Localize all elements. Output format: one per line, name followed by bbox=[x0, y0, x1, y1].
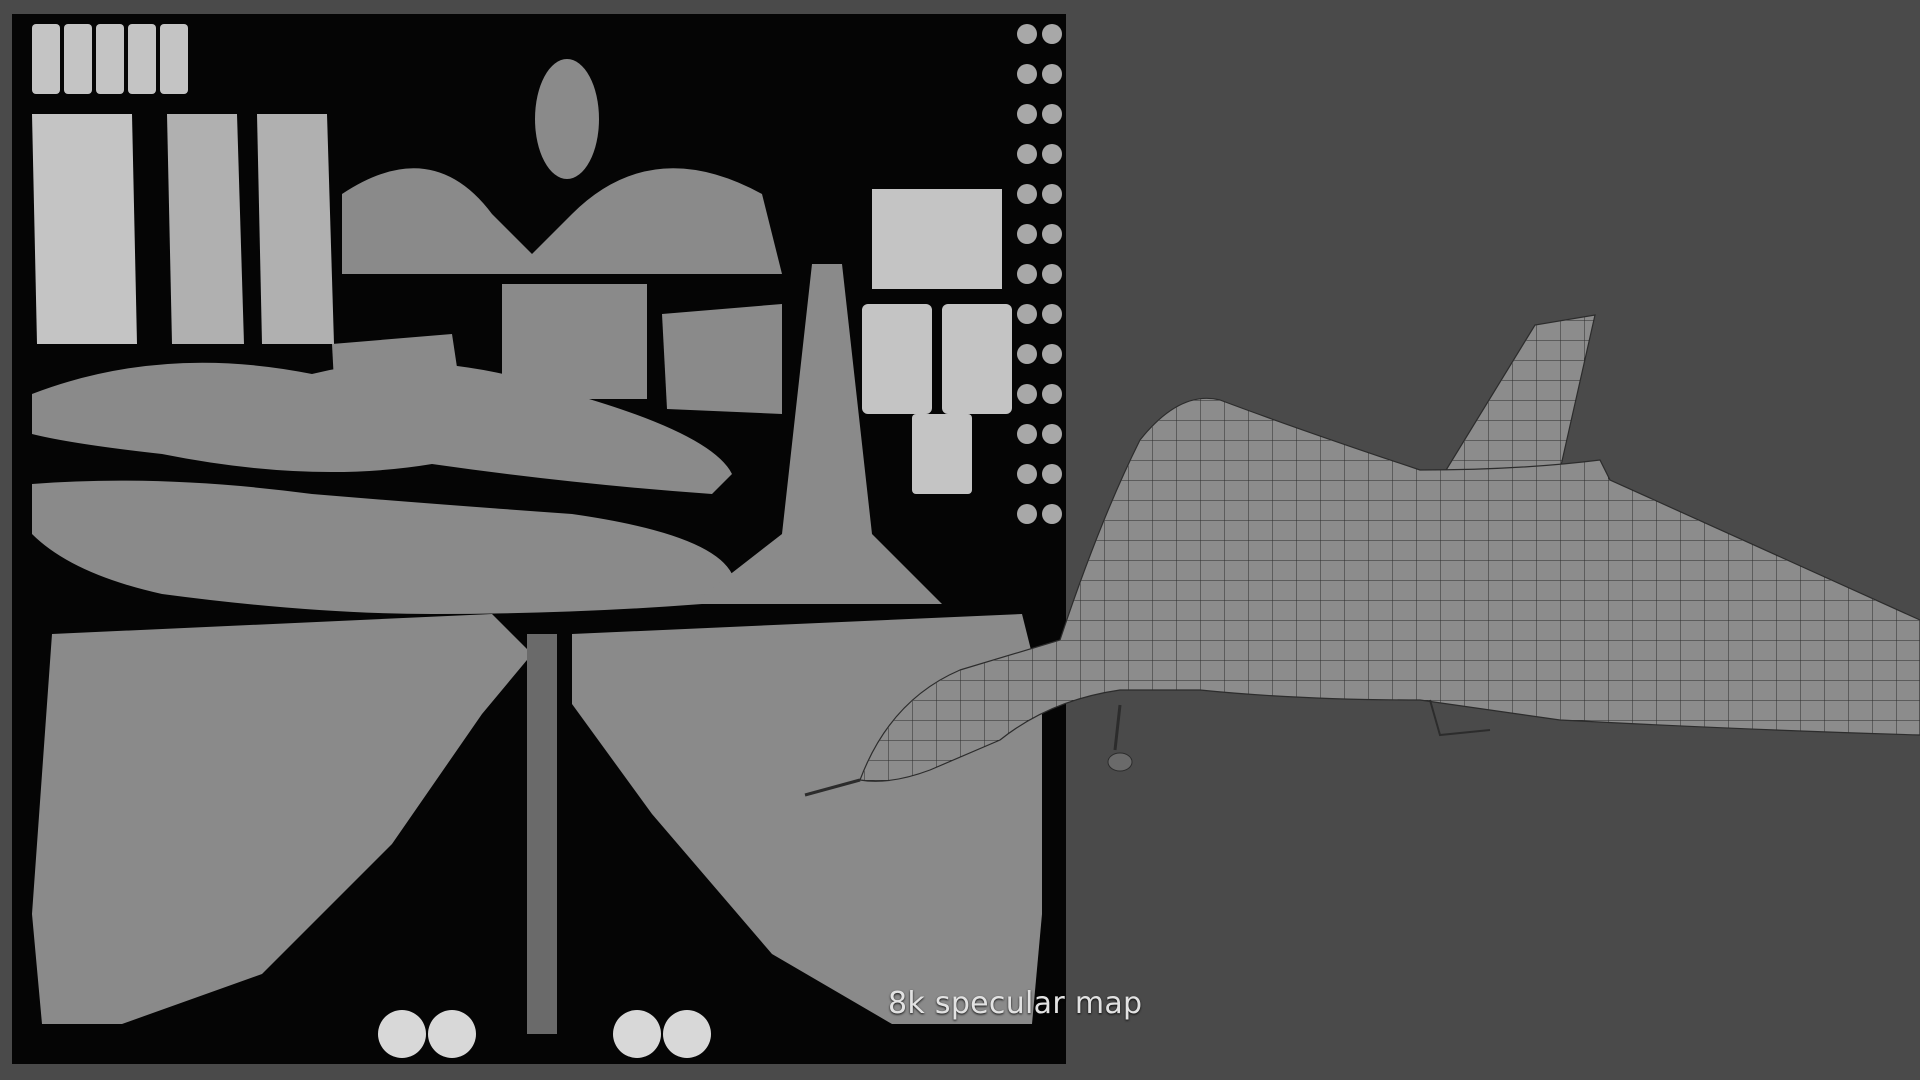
caption-label: 8k specular map bbox=[888, 986, 1143, 1021]
